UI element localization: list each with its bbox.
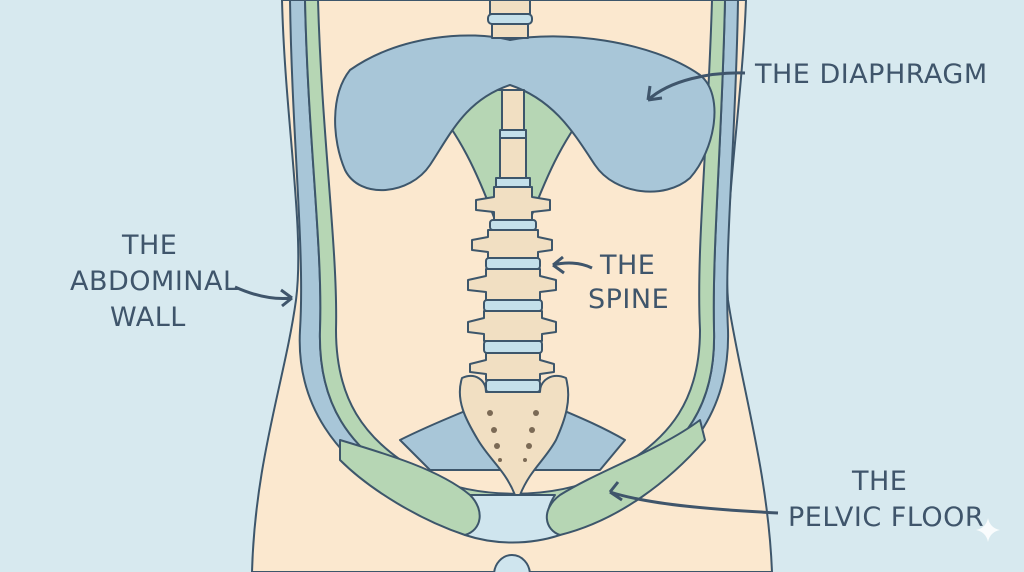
- label-diaphragm: THE DIAPHRAGM: [754, 59, 988, 90]
- label-pelvic-2: PELVIC FLOOR: [788, 502, 984, 533]
- spine: [458, 0, 570, 496]
- abdominal-wall-green: [304, 0, 726, 510]
- pelvic-floor-green-left: [339, 439, 481, 536]
- diaphragm: [334, 34, 716, 193]
- label-abdominal-3: WALL: [110, 302, 186, 333]
- label-spine-1: THE: [599, 250, 655, 281]
- arrow-pelvic: [608, 481, 779, 515]
- arrow-diaphragm: [646, 71, 746, 102]
- arrow-abdominal: [234, 285, 293, 308]
- pelvic-opening: [493, 554, 531, 572]
- label-abdominal-1: THE: [121, 230, 177, 261]
- sparkle-icon: [976, 518, 1000, 542]
- label-abdominal-2: ABDOMINAL: [70, 266, 239, 297]
- label-spine-2: SPINE: [588, 284, 669, 315]
- label-pelvic-1: THE: [851, 466, 907, 497]
- arrow-spine: [552, 255, 593, 275]
- sacrum: [458, 374, 570, 496]
- pelvic-floor-green-right: [545, 419, 706, 536]
